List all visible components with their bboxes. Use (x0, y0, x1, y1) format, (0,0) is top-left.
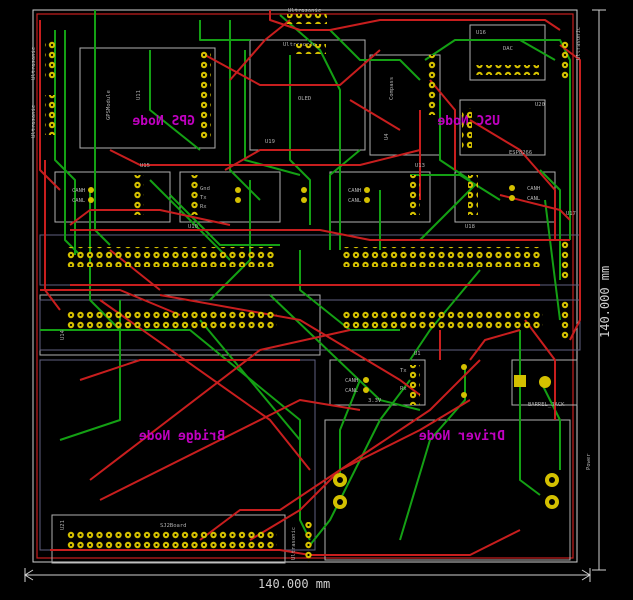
header-u15 (134, 175, 144, 215)
node-labels: GPS Node USC Node Bridge Node Driver Nod… (132, 114, 505, 444)
front-copper-traces (39, 10, 581, 556)
rx-label-1: Rx (200, 204, 207, 210)
u19-label: U19 (265, 139, 275, 145)
ultrasonic-right-label: Ultrasonic (576, 27, 582, 60)
u14-label: U14 (60, 329, 66, 340)
bridge-node-label: Bridge Node (139, 429, 225, 444)
header-top-right (342, 247, 542, 267)
gps-module-label: GPSModule (106, 90, 112, 120)
tx-label-2: Tx (400, 368, 407, 374)
power-label: Power (586, 453, 592, 470)
dac-label: DAC (503, 46, 513, 52)
barrel-label: BARREL_JACK (528, 402, 565, 408)
width-dimension-text: 140.000 mm (258, 577, 330, 591)
gnd-label-1: Gnd (200, 186, 210, 192)
canh-label-4: CANH (345, 378, 358, 384)
header-u13 (410, 175, 420, 215)
header-u17 (560, 240, 570, 280)
oled-label: OLED (298, 96, 311, 102)
compass-label: Compass (389, 77, 395, 100)
header-compass (426, 55, 436, 115)
u1-label: U1 (414, 351, 421, 357)
canh-label-1: CANH (72, 188, 85, 194)
u20-label: U20 (535, 102, 545, 108)
header-mid-right (343, 310, 543, 330)
u21-label: U21 (60, 520, 66, 530)
esp-label: ESP8266 (509, 150, 532, 156)
silkscreen-outlines (39, 24, 578, 564)
u16-label: U16 (476, 30, 486, 36)
header-top-left (65, 247, 275, 267)
header-dac (474, 65, 539, 75)
v33-label-1: 3.3V (368, 398, 382, 404)
u15-label: U15 (140, 163, 150, 169)
u10-label: U10 (188, 224, 198, 230)
sj2board-label: SJ2Board (160, 523, 187, 529)
header-mid-left (67, 310, 277, 330)
dimension-vertical (592, 9, 606, 571)
ultrasonic-bottom-label: Ultrasonic (291, 527, 297, 560)
u18-label: U18 (465, 224, 475, 230)
header-ultrasonic-left2 (45, 95, 55, 135)
header-esp (462, 108, 472, 148)
header-u18 (468, 175, 478, 215)
canl-label-1: CANL (72, 198, 86, 204)
ultrasonic-left2-label: Ultrasonic (31, 105, 37, 138)
rx-label-2: Rx (400, 386, 407, 392)
ultrasonic-left1-label: Ultrasonic (31, 47, 37, 80)
header-oled (296, 44, 326, 54)
canl-label-4: CANL (345, 388, 359, 394)
header-bottom-ultra (303, 522, 313, 562)
height-dimension-text: 140.000 mm (598, 266, 612, 338)
canh-label-2: CANH (348, 188, 361, 194)
power-pads (333, 375, 559, 509)
driver-node-label: Driver Node (419, 429, 505, 444)
canh-label-3: CANH (527, 186, 540, 192)
header-u1 (410, 365, 420, 405)
u11-label: U11 (136, 90, 142, 100)
u13-label: U13 (415, 163, 425, 169)
canl-label-3: CANL (527, 196, 541, 202)
dimension-horizontal (24, 568, 591, 582)
u4-label: U4 (384, 133, 390, 140)
header-ultrasonic-right (561, 40, 571, 80)
header-u10 (190, 175, 200, 215)
gps-node-label: GPS Node (132, 114, 195, 129)
ultrasonic-top-label: Ultrasonic (288, 8, 321, 14)
header-gps (201, 50, 211, 140)
tx-label-1: Tx (200, 195, 207, 201)
header-u14 (561, 300, 571, 340)
header-bottom (67, 530, 277, 550)
u17-label: U17 (566, 211, 576, 217)
canl-label-2: CANL (348, 198, 362, 204)
header-ultrasonic-left1 (45, 40, 55, 80)
can-pads (88, 185, 515, 398)
header-top-ultra (287, 14, 327, 24)
